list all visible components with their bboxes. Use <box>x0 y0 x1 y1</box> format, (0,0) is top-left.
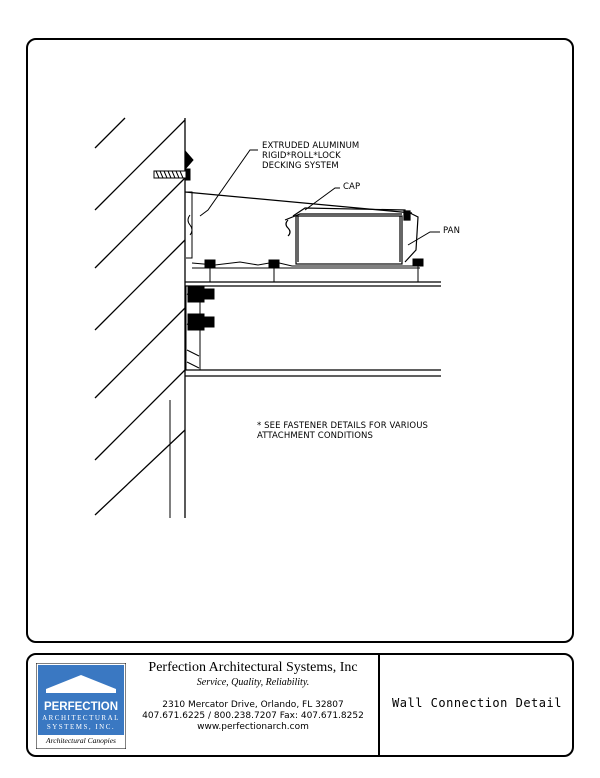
deck-wall-flange <box>186 191 193 259</box>
company-phones: 407.671.6225 / 800.238.7207 Fax: 407.671… <box>142 711 364 721</box>
logo-graphic <box>35 662 127 750</box>
fastener-note-line-1: * SEE FASTENER DETAILS FOR VARIOUS <box>257 421 429 431</box>
wall-anchor-screw <box>153 150 194 181</box>
logo-tagline: Architectural Canopies <box>46 736 116 745</box>
pan-profile <box>191 261 420 269</box>
beam-top <box>185 281 441 287</box>
company-name: Perfection Architectural Systems, Inc <box>148 660 358 675</box>
decking-callout: EXTRUDED ALUMINUM RIGID*ROLL*LOCK DECKIN… <box>262 141 359 171</box>
fastener-note-line-2: ATTACHMENT CONDITIONS <box>257 431 373 441</box>
pan-callout: PAN <box>443 226 461 236</box>
leader-lines <box>199 149 440 246</box>
decking-callout-line-1: EXTRUDED ALUMINUM <box>262 141 360 151</box>
cap-profile <box>284 207 419 265</box>
anchor-bolt-lower <box>187 313 215 331</box>
title-block <box>26 653 574 757</box>
title-block-divider <box>378 654 380 756</box>
company-website[interactable]: www.perfectionarch.com <box>197 722 309 732</box>
decking-callout-line-3: DECKING SYSTEM <box>262 161 339 171</box>
logo-line-1: ARCHITECTURAL <box>42 714 120 722</box>
company-slogan: Service, Quality, Reliability. <box>196 677 310 688</box>
logo-brand: PERFECTION <box>43 701 119 713</box>
company-info: Perfection Architectural Systems, Inc Se… <box>133 659 373 733</box>
fastener-note: * SEE FASTENER DETAILS FOR VARIOUS ATTAC… <box>257 421 428 441</box>
cap-callout: CAP <box>343 182 361 192</box>
decking-callout-line-2: RIGID*ROLL*LOCK <box>262 151 341 161</box>
beam-bottom <box>185 369 441 377</box>
sheet-title: Wall Connection Detail <box>392 696 562 710</box>
company-logo: PERFECTION ARCHITECTURAL SYSTEMS, INC. A… <box>35 662 127 750</box>
anchor-bolt-upper <box>187 285 215 303</box>
company-address: 2310 Mercator Drive, Orlando, FL 32807 <box>162 700 344 710</box>
drawing-frame <box>26 38 574 643</box>
deck-screws <box>204 258 424 282</box>
wall-hatch <box>94 117 186 516</box>
logo-line-2: SYSTEMS, INC. <box>46 723 116 731</box>
